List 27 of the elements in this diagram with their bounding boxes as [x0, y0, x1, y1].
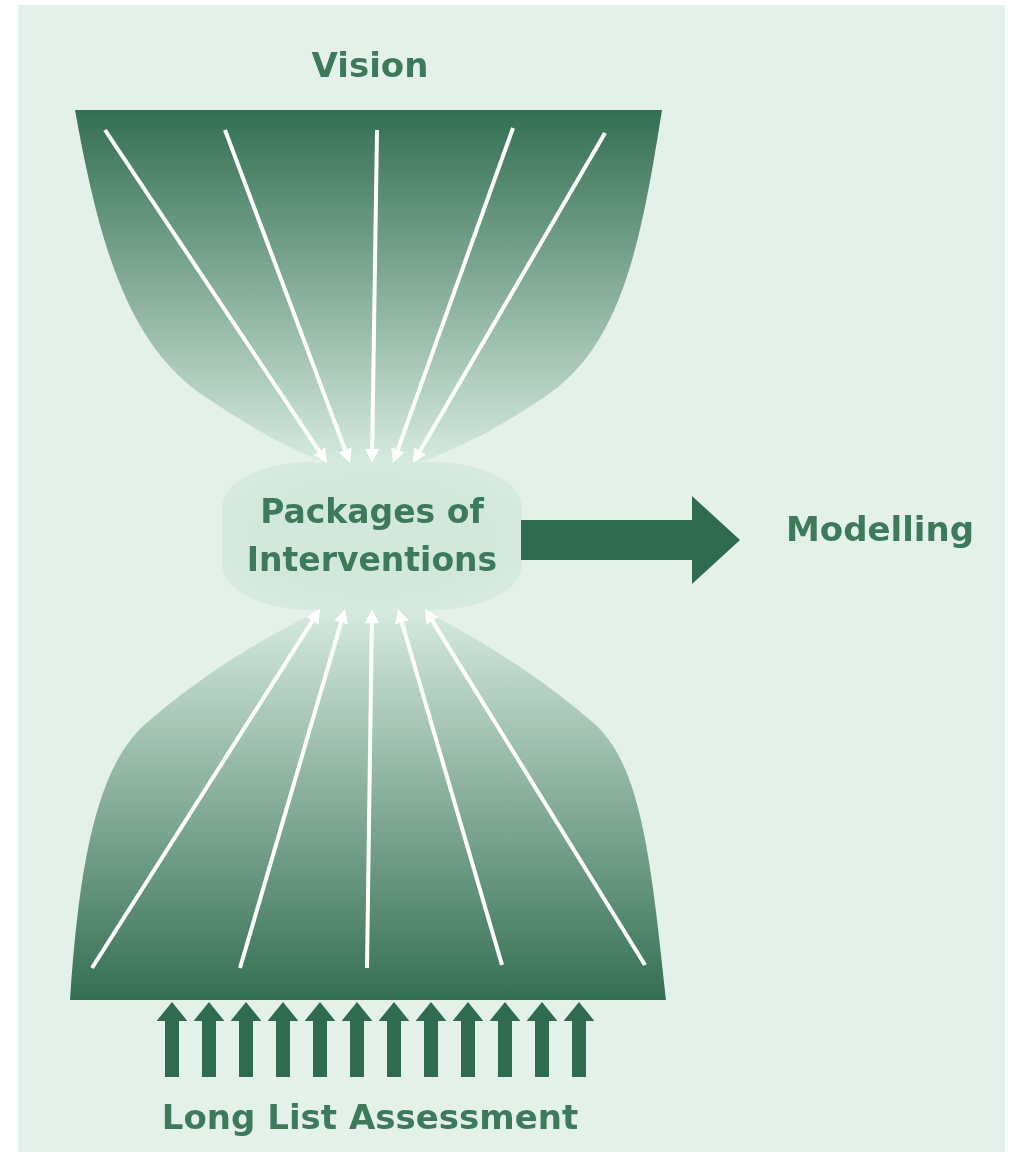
arrow	[304, 1002, 336, 1077]
label: Packages of Interventions	[245, 491, 499, 581]
heading: Vision	[310, 44, 430, 87]
arrow	[452, 1002, 484, 1077]
arrow	[395, 609, 504, 966]
arrow	[489, 1002, 521, 1077]
arrow	[103, 128, 327, 463]
arrow	[223, 129, 352, 463]
arrow	[267, 1002, 299, 1077]
arrow	[156, 1002, 188, 1077]
arrow	[90, 609, 320, 970]
arrow	[365, 129, 380, 463]
label: Long List Assessment	[160, 1096, 580, 1140]
arrow	[341, 1002, 373, 1077]
arrow	[193, 1002, 225, 1077]
arrow	[526, 1002, 558, 1077]
arrow	[238, 609, 348, 969]
arrow	[378, 1002, 410, 1077]
arrow	[413, 132, 607, 463]
arrow	[521, 496, 740, 584]
arrow	[415, 1002, 447, 1077]
arrow	[563, 1002, 595, 1077]
arrow	[391, 127, 515, 463]
arrow	[425, 609, 647, 967]
arrow	[364, 609, 379, 969]
label: Modelling	[784, 508, 976, 552]
arrow	[230, 1002, 262, 1077]
